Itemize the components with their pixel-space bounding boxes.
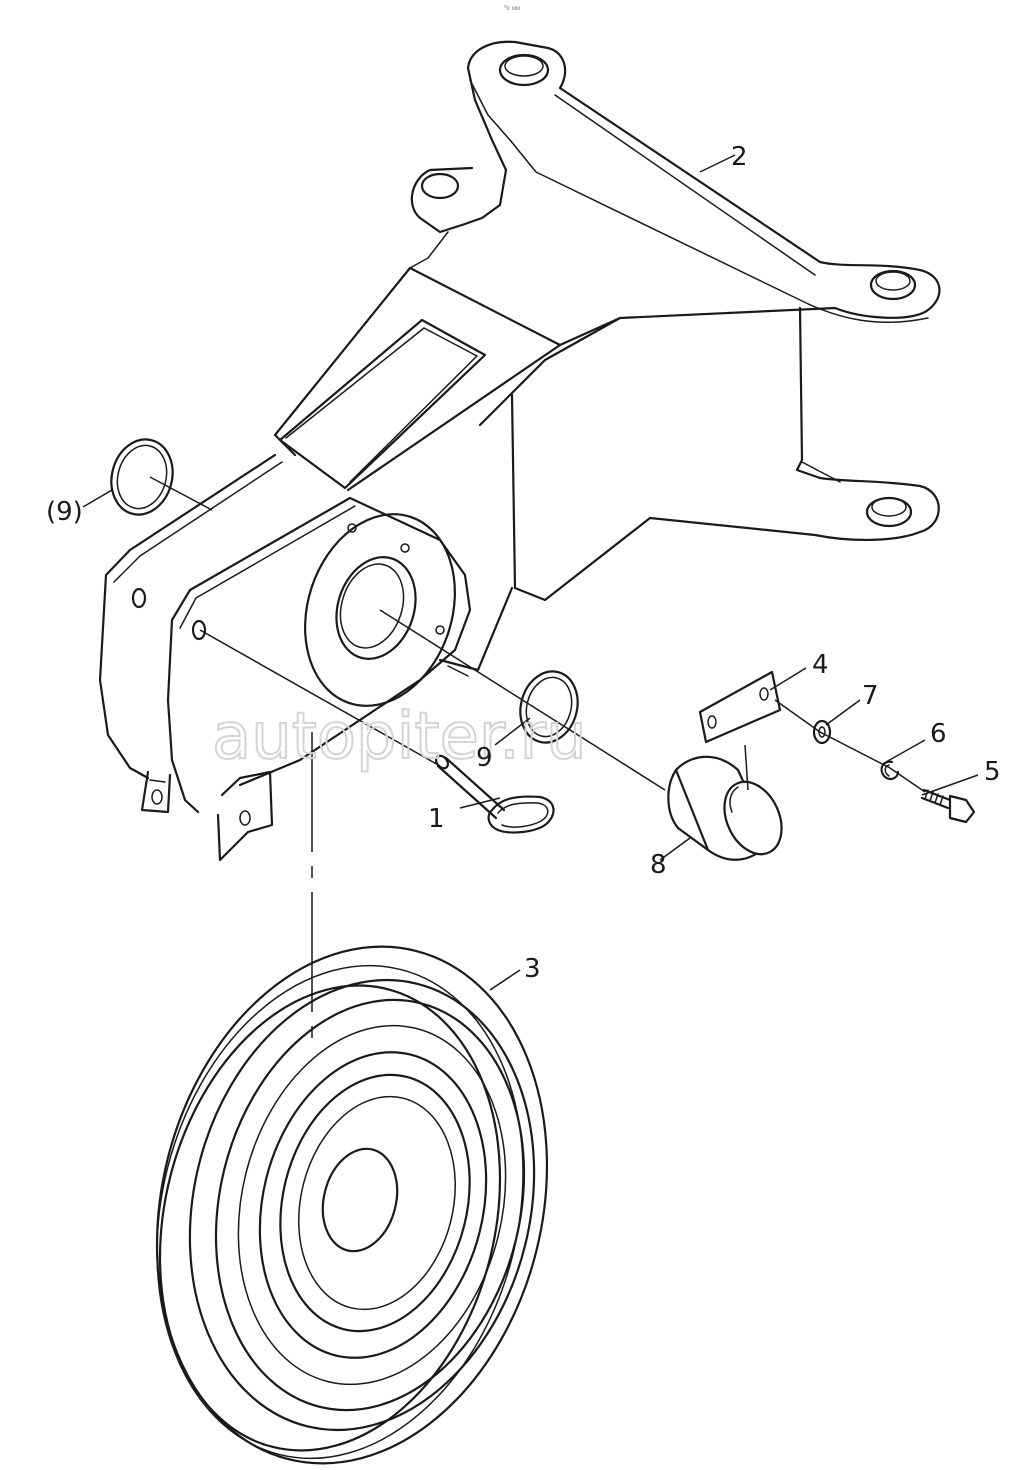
bushing-part-8 bbox=[667, 755, 783, 861]
pulley-part-3 bbox=[155, 945, 549, 1465]
bracket-part-2 bbox=[98, 40, 941, 862]
watermark-text: autopiter.ru bbox=[212, 700, 587, 774]
label-part-7: 7 bbox=[862, 681, 879, 711]
label-part-8: 8 bbox=[650, 850, 667, 880]
bolt-part-5 bbox=[920, 788, 976, 824]
label-part-9-ref: (9) bbox=[46, 497, 83, 527]
watermark: autopiter.ru bbox=[211, 699, 588, 775]
corner-mark: ⁰₀ ₀₀₀ bbox=[504, 4, 520, 12]
label-part-4: 4 bbox=[812, 650, 829, 680]
label-part-3: 3 bbox=[524, 954, 541, 984]
pin-part-1 bbox=[434, 754, 555, 834]
lock-washer-part-6 bbox=[880, 760, 900, 781]
seal-ring-9-left bbox=[110, 438, 174, 516]
leader-lines bbox=[82, 154, 979, 991]
label-part-9: 9 bbox=[476, 743, 493, 773]
label-part-5: 5 bbox=[984, 757, 1001, 787]
lock-plate-part-4 bbox=[698, 670, 782, 744]
label-part-2: 2 bbox=[731, 142, 748, 172]
label-part-6: 6 bbox=[930, 719, 947, 749]
part-labels: 2 3 4 7 6 5 8 1 9 (9) bbox=[46, 142, 1001, 984]
assembly-axis-lines bbox=[149, 476, 926, 1040]
label-part-1: 1 bbox=[428, 804, 445, 834]
